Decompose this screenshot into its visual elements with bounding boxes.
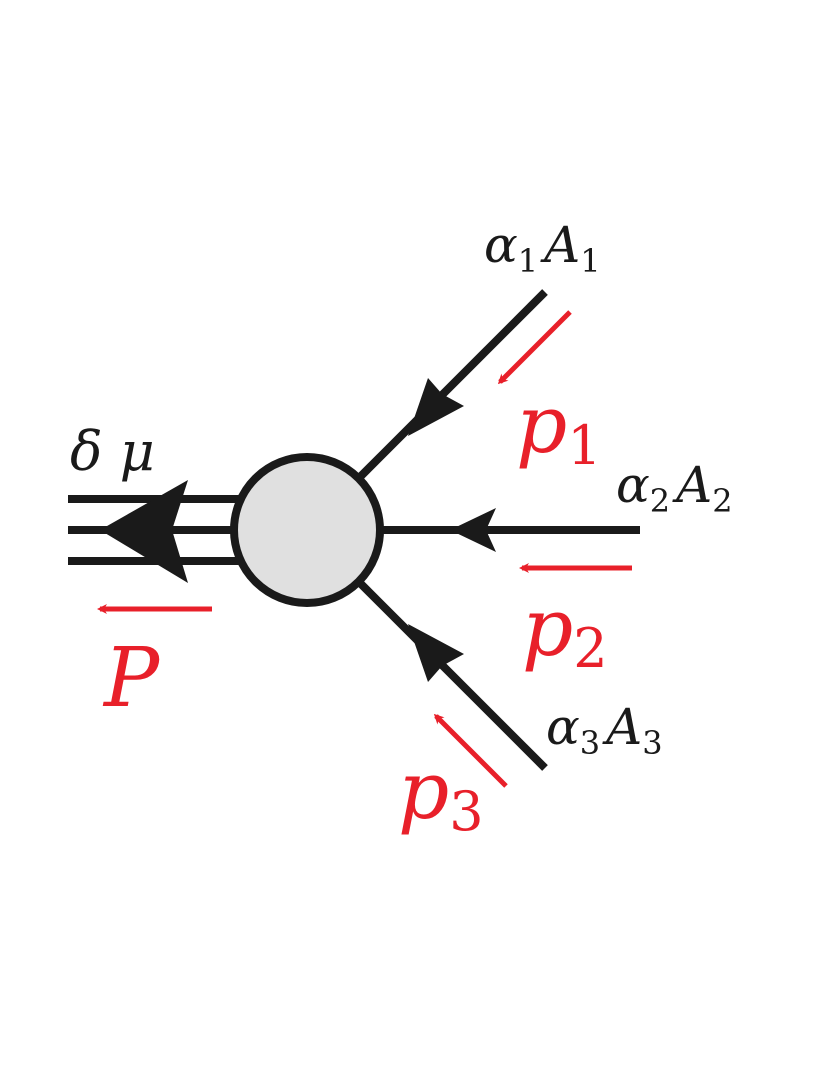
momentum-P-label: P	[102, 631, 161, 726]
leg-2-arrow-icon	[450, 508, 496, 552]
leg-3-arrow-icon	[408, 624, 464, 682]
momentum-p3-arrow	[433, 713, 508, 788]
leg-3-line	[357, 580, 548, 771]
momentum-p1-label: p1	[516, 378, 602, 477]
leg-1-line	[357, 289, 548, 480]
momentum-p2-label: p2	[522, 581, 608, 680]
momentum-p3-label: p3	[398, 744, 484, 843]
vertex-blob	[230, 453, 384, 607]
bound-state-label: δ μ	[70, 420, 155, 483]
leg-1-arrow-icon	[408, 378, 464, 436]
bound-state-arrow-icon	[100, 480, 188, 583]
momentum-p1-arrow	[497, 310, 572, 385]
